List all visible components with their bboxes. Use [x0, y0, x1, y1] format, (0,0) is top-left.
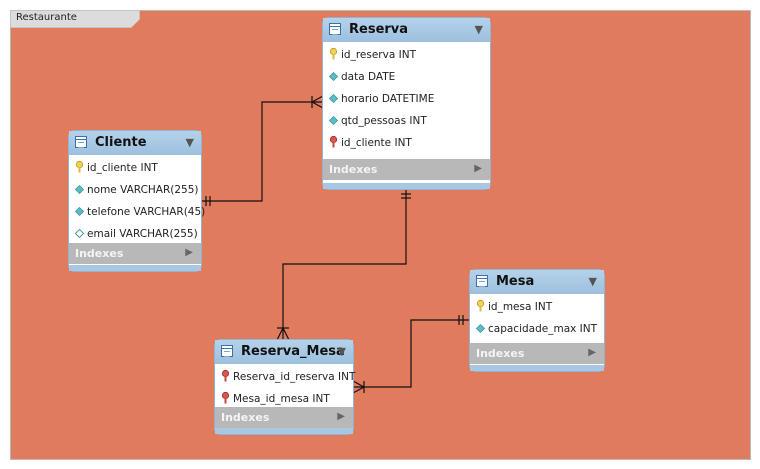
column-text: email VARCHAR(255): [87, 228, 198, 240]
table-icon: [75, 136, 87, 148]
attribute-diamond-icon: [74, 206, 85, 217]
one-mandatory-marker: [205, 196, 211, 206]
column-text: Reserva_id_reserva INT: [233, 371, 356, 383]
table-header[interactable]: Cliente ▼: [69, 131, 201, 155]
table-icon: [221, 345, 233, 357]
table-footer: [470, 365, 604, 371]
primary-key-icon: [75, 160, 84, 173]
column-row[interactable]: id_reserva INT: [323, 45, 490, 67]
table-icon: [329, 23, 341, 35]
one-mandatory-marker: [458, 315, 464, 325]
attribute-diamond-icon: [475, 323, 486, 334]
relationship-line-mesa-reserva-mesa[interactable]: [353, 319, 470, 388]
expand-arrow-icon[interactable]: ▶: [588, 347, 596, 358]
column-text: data DATE: [341, 71, 396, 83]
column-text: id_reserva INT: [341, 49, 416, 61]
relationship-line-cliente-reserva[interactable]: [201, 101, 323, 202]
indexes-section[interactable]: Indexes ▶: [323, 159, 490, 180]
table-name: Cliente: [95, 135, 147, 150]
collapse-arrow-icon[interactable]: ▼: [474, 23, 483, 36]
collapse-arrow-icon[interactable]: ▼: [588, 275, 597, 288]
table-name: Reserva: [349, 22, 409, 37]
indexes-section[interactable]: Indexes ▶: [470, 343, 604, 364]
attribute-diamond-icon: [328, 71, 339, 82]
expand-arrow-icon[interactable]: ▶: [474, 163, 482, 174]
column-text: horario DATETIME: [341, 93, 435, 105]
relationship-line-reserva-reserva-mesa[interactable]: [282, 189, 407, 340]
indexes-section[interactable]: Indexes ▶: [215, 407, 353, 428]
indexes-label: Indexes: [329, 163, 378, 176]
column-text: capacidade_max INT: [488, 323, 598, 335]
crows-foot-many-marker: [311, 95, 324, 109]
indexes-label: Indexes: [75, 247, 124, 260]
column-row[interactable]: capacidade_max INT: [470, 319, 604, 341]
layer-tab[interactable]: Restaurante: [10, 10, 140, 28]
attribute-diamond-icon: [328, 115, 339, 126]
column-text: qtd_pessoas INT: [341, 115, 427, 127]
column-text: id_mesa INT: [488, 301, 553, 313]
column-text: id_cliente INT: [341, 137, 412, 149]
column-row[interactable]: qtd_pessoas INT: [323, 111, 490, 133]
column-row[interactable]: email VARCHAR(255): [69, 224, 201, 246]
table-icon: [476, 275, 488, 287]
table-mesa[interactable]: Mesa ▼ id_mesa INT capacidade_max INT Ind…: [470, 270, 604, 371]
column-row[interactable]: telefone VARCHAR(45): [69, 202, 205, 224]
table-header[interactable]: Reserva ▼: [323, 18, 490, 42]
column-text: telefone VARCHAR(45): [87, 206, 206, 218]
column-list: id_reserva INT data DATE horario DATETIME q…: [323, 42, 490, 155]
crows-foot-many-marker: [352, 380, 365, 394]
table-name: Reserva_Mesa: [241, 344, 345, 359]
nullable-diamond-icon: [74, 228, 85, 239]
table-footer: [215, 428, 353, 434]
crows-foot-many-marker: [276, 327, 290, 341]
one-mandatory-marker: [401, 193, 411, 199]
table-footer: [69, 265, 201, 271]
expand-arrow-icon[interactable]: ▶: [337, 411, 345, 422]
column-row[interactable]: id_cliente INT: [323, 133, 490, 155]
foreign-key-icon: [329, 135, 338, 148]
column-text: id_cliente INT: [87, 162, 158, 174]
indexes-label: Indexes: [221, 411, 270, 424]
column-row[interactable]: id_mesa INT: [470, 297, 604, 319]
expand-arrow-icon[interactable]: ▶: [185, 247, 193, 258]
table-cliente[interactable]: Cliente ▼ id_cliente INT nome VARCHAR(255…: [69, 131, 205, 271]
column-row[interactable]: id_cliente INT: [69, 158, 201, 180]
layer-name: Restaurante: [16, 12, 77, 23]
column-list: id_mesa INT capacidade_max INT: [470, 294, 604, 341]
foreign-key-icon: [221, 369, 230, 382]
indexes-label: Indexes: [476, 347, 525, 360]
table-footer: [323, 183, 490, 189]
column-row[interactable]: Reserva_id_reserva INT: [215, 367, 356, 389]
attribute-diamond-icon: [74, 184, 85, 195]
collapse-arrow-icon[interactable]: ▼: [185, 136, 194, 149]
column-row[interactable]: nome VARCHAR(255): [69, 180, 201, 202]
column-row[interactable]: horario DATETIME: [323, 89, 490, 111]
table-reserva[interactable]: Reserva ▼ id_reserva INT data DATE horario…: [323, 18, 490, 189]
column-text: Mesa_id_mesa INT: [233, 393, 330, 405]
primary-key-icon: [329, 47, 338, 60]
table-header[interactable]: Mesa ▼: [470, 270, 604, 294]
column-list: Reserva_id_reserva INT Mesa_id_mesa INT: [215, 364, 356, 411]
foreign-key-icon: [221, 391, 230, 404]
table-header[interactable]: Reserva_Mesa ▼: [215, 340, 353, 364]
column-text: nome VARCHAR(255): [87, 184, 199, 196]
table-name: Mesa: [496, 274, 535, 289]
collapse-arrow-icon[interactable]: ▼: [337, 345, 346, 358]
indexes-section[interactable]: Indexes ▶: [69, 243, 201, 264]
attribute-diamond-icon: [328, 93, 339, 104]
column-list: id_cliente INT nome VARCHAR(255) telefone …: [69, 155, 205, 246]
table-reserva-mesa[interactable]: Reserva_Mesa ▼ Reserva_id_reserva INT Mes…: [215, 340, 356, 434]
column-row[interactable]: data DATE: [323, 67, 490, 89]
primary-key-icon: [476, 299, 485, 312]
column-row[interactable]: Mesa_id_mesa INT: [215, 389, 353, 411]
